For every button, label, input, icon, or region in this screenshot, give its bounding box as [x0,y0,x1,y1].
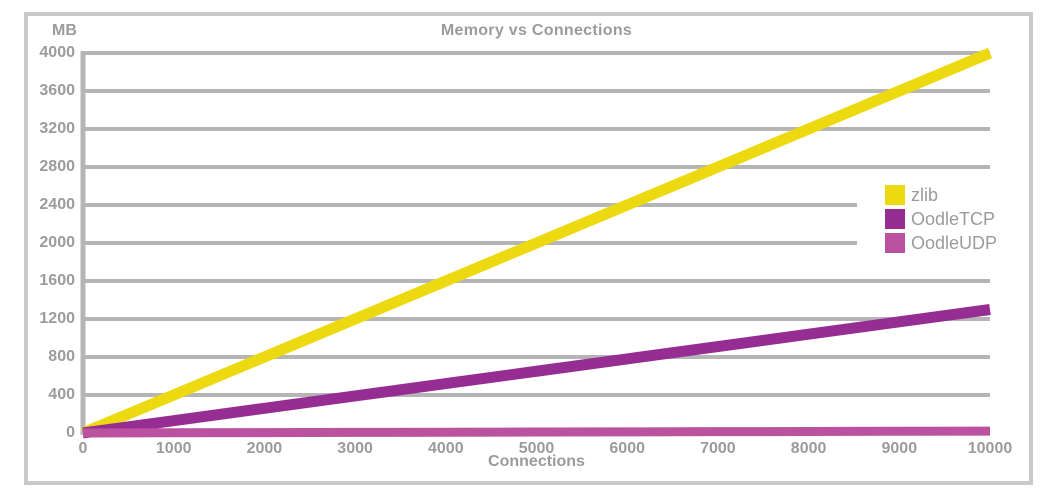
chart-title: Memory vs Connections [440,22,633,39]
series-line-zlib [80,47,993,439]
x-tick-label: 10000 [967,440,1013,457]
x-tick-label: 7000 [700,440,736,457]
y-tick-label: 2000 [39,234,75,251]
legend-item-oodletcp: OodleTCP [885,209,995,229]
legend-swatch-oodletcp [885,209,905,229]
y-tick-label: 0 [66,424,75,441]
y-tick-label: 800 [48,348,75,365]
legend-item-zlib: zlib [885,185,990,205]
x-axis-label: Connections [488,453,585,470]
y-axis-unit-label: MB [52,22,77,39]
legend-item-oodleudp: OodleUDP [885,233,997,253]
y-tick-label: 2800 [39,158,75,175]
legend-label: zlib [911,184,939,205]
legend-swatch-oodleudp [885,233,905,253]
legend-label: OodleUDP [911,232,998,253]
x-tick-label: 3000 [337,440,373,457]
x-tick-label: 8000 [790,440,827,457]
y-tick-label: 2400 [39,196,75,213]
y-tick-label: 1600 [39,272,75,289]
legend-label: OodleTCP [911,208,996,229]
x-tick-label: 1000 [155,440,192,457]
series-line-oodleudp [82,426,991,438]
plot-area [80,47,993,439]
x-tick-label: 2000 [246,440,283,457]
legend-swatch-zlib [885,185,905,205]
x-tick-label: 4000 [428,440,464,457]
x-tick-label: 5000 [518,440,555,457]
series-line-oodletcp [82,304,991,439]
y-tick-label: 1200 [39,310,75,327]
y-tick-label: 400 [48,386,75,403]
y-tick-label: 3200 [39,120,75,137]
x-tick-label: 0 [78,440,88,457]
y-tick-label: 4000 [39,44,75,61]
x-tick-label: 6000 [609,440,645,457]
x-tick-label: 9000 [881,440,918,457]
y-tick-label: 3600 [39,82,75,99]
